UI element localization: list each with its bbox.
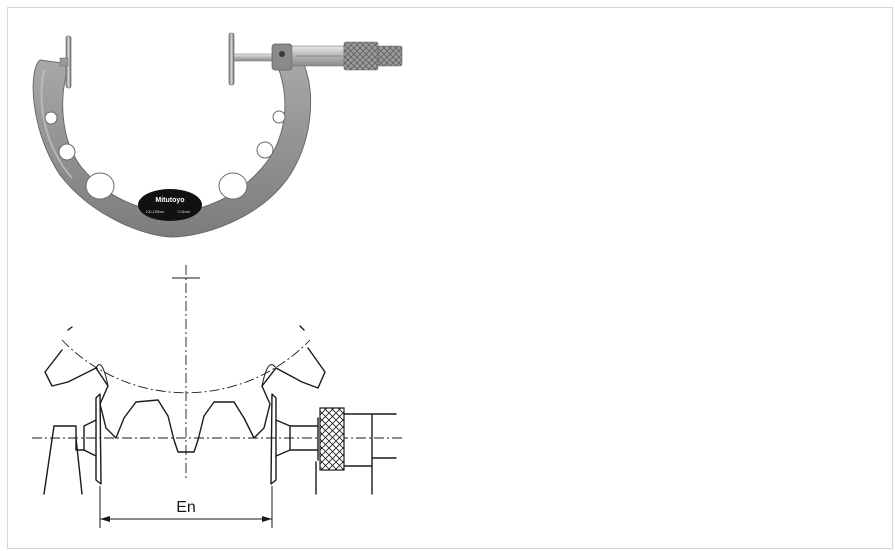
range-marking: 100-125mm [146, 210, 165, 214]
thimble-knurl [319, 407, 345, 471]
brand-logo: Mitutoyo [155, 197, 184, 204]
dimension-label: En [176, 499, 196, 516]
gear-measurement-diagram: En [32, 265, 402, 528]
frame-hole [256, 141, 274, 159]
left-disc-anvil [95, 393, 102, 485]
frame-hole [44, 111, 58, 125]
frame-hole [85, 172, 115, 200]
disc-micrometer-photo: Mitutoyo 100-125mm 0.01mm [32, 32, 403, 238]
left-anvil-holder [43, 425, 85, 495]
frame-hole [218, 172, 248, 200]
right-disc-spindle [270, 393, 277, 485]
frame-hole [58, 143, 76, 161]
pitch-circle-arc [61, 339, 311, 394]
content-frame [7, 7, 893, 549]
gear-tooth-profile [44, 325, 326, 453]
resolution-marking: 0.01mm [178, 210, 191, 214]
spindle-body [315, 413, 397, 495]
micrometer-thimble [343, 41, 379, 71]
ratchet-stop [377, 45, 403, 67]
brand-plate [138, 189, 202, 221]
frame-hole [272, 110, 286, 124]
spindle-disc [228, 32, 235, 86]
